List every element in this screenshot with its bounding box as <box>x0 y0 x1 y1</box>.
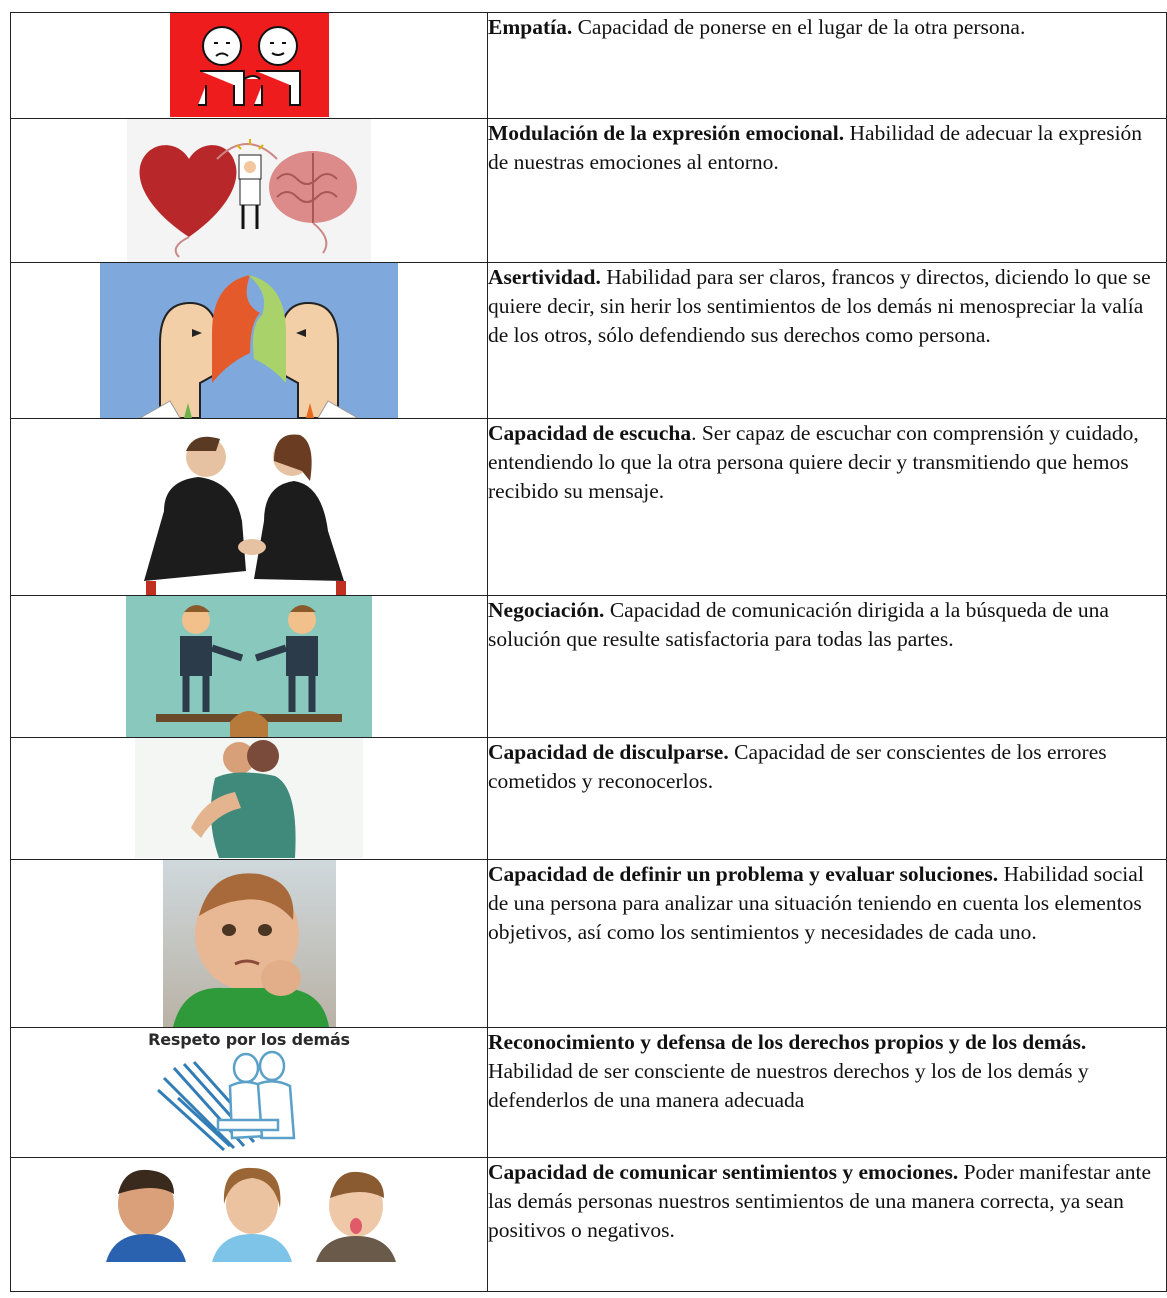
skill-term: Capacidad de definir un problema y evalu… <box>488 862 999 886</box>
table-row: Respeto por los demás Reconocim <box>10 1027 1167 1158</box>
skill-description: Poder manifestar ante las demás personas… <box>488 1160 1152 1242</box>
table-row: Empatía. Capacidad de ponerse en el luga… <box>10 12 1167 119</box>
description-cell: Capacidad de escucha. Ser capaz de escuc… <box>487 418 1167 596</box>
table-row: Modulación de la expresión emocional. Ha… <box>10 118 1167 263</box>
skill-description: Habilidad para ser claros, francos y dir… <box>488 265 1151 347</box>
image-cell <box>10 859 488 1028</box>
skill-description: Habilidad social de una persona para ana… <box>488 862 1144 944</box>
description-cell: Empatía. Capacidad de ponerse en el luga… <box>487 12 1167 119</box>
image-cell <box>10 118 488 263</box>
listening-couple-photo <box>124 421 374 595</box>
skill-description: Habilidad de adecuar la expresión de nue… <box>488 121 1143 174</box>
heart-brain-illustration <box>127 119 371 262</box>
baby-fist-photo <box>162 860 336 1027</box>
table-row: Capacidad de escucha. Ser capaz de escuc… <box>10 418 1167 596</box>
table-row: Capacidad de comunicar sentimientos y em… <box>10 1157 1167 1292</box>
skill-term: Capacidad de disculparse. <box>488 740 729 764</box>
image-cell <box>10 262 488 419</box>
assertive-speech-illustration <box>100 263 398 418</box>
skill-description: Capacidad de ser conscientes de los erro… <box>488 740 1107 793</box>
image-cell <box>10 418 488 596</box>
description-cell: Capacidad de disculparse. Capacidad de s… <box>487 737 1167 860</box>
description-cell: Modulación de la expresión emocional. Ha… <box>487 118 1167 263</box>
skill-term: Empatía. <box>488 15 573 39</box>
description-cell: Capacidad de definir un problema y evalu… <box>487 859 1167 1028</box>
skill-term: Reconocimiento y defensa de los derechos… <box>488 1030 1087 1054</box>
table-row: Capacidad de disculparse. Capacidad de s… <box>10 737 1167 860</box>
skill-description: Habilidad de ser consciente de nuestros … <box>488 1059 1089 1112</box>
children-faces-photo <box>94 1164 404 1262</box>
table-row: Capacidad de definir un problema y evalu… <box>10 859 1167 1028</box>
respect-illustration: Respeto por los demás <box>134 1028 364 1156</box>
description-cell: Negociación. Capacidad de comunicación d… <box>487 595 1167 738</box>
table-row: Asertividad. Habilidad para ser claros, … <box>10 262 1167 419</box>
image-cell <box>10 595 488 738</box>
skill-term: Capacidad de comunicar sentimientos y em… <box>488 1160 959 1184</box>
description-cell: Reconocimiento y defensa de los derechos… <box>487 1027 1167 1158</box>
skill-term: Capacidad de escucha <box>488 421 692 445</box>
social-skills-table: Empatía. Capacidad de ponerse en el luga… <box>10 12 1167 1292</box>
description-cell: Asertividad. Habilidad para ser claros, … <box>487 262 1167 419</box>
table-row: Negociación. Capacidad de comunicación d… <box>10 595 1167 738</box>
skill-term: Negociación. <box>488 598 605 622</box>
hug-illustration <box>135 738 363 858</box>
image-cell <box>10 1157 488 1292</box>
image-cell: Respeto por los demás <box>10 1027 488 1158</box>
negotiation-illustration <box>126 596 372 737</box>
skill-term: Asertividad. <box>488 265 601 289</box>
image-cell <box>10 12 488 119</box>
empathy-illustration <box>169 13 329 117</box>
description-cell: Capacidad de comunicar sentimientos y em… <box>487 1157 1167 1292</box>
skill-description: Capacidad de ponerse en el lugar de la o… <box>572 15 1026 39</box>
skill-description: Capacidad de comunicación dirigida a la … <box>488 598 1109 651</box>
skill-description: . Ser capaz de escuchar con comprensión … <box>488 421 1139 503</box>
image-cell <box>10 737 488 860</box>
skill-term: Modulación de la expresión emocional. <box>488 121 845 145</box>
image-caption: Respeto por los demás <box>148 1030 350 1049</box>
